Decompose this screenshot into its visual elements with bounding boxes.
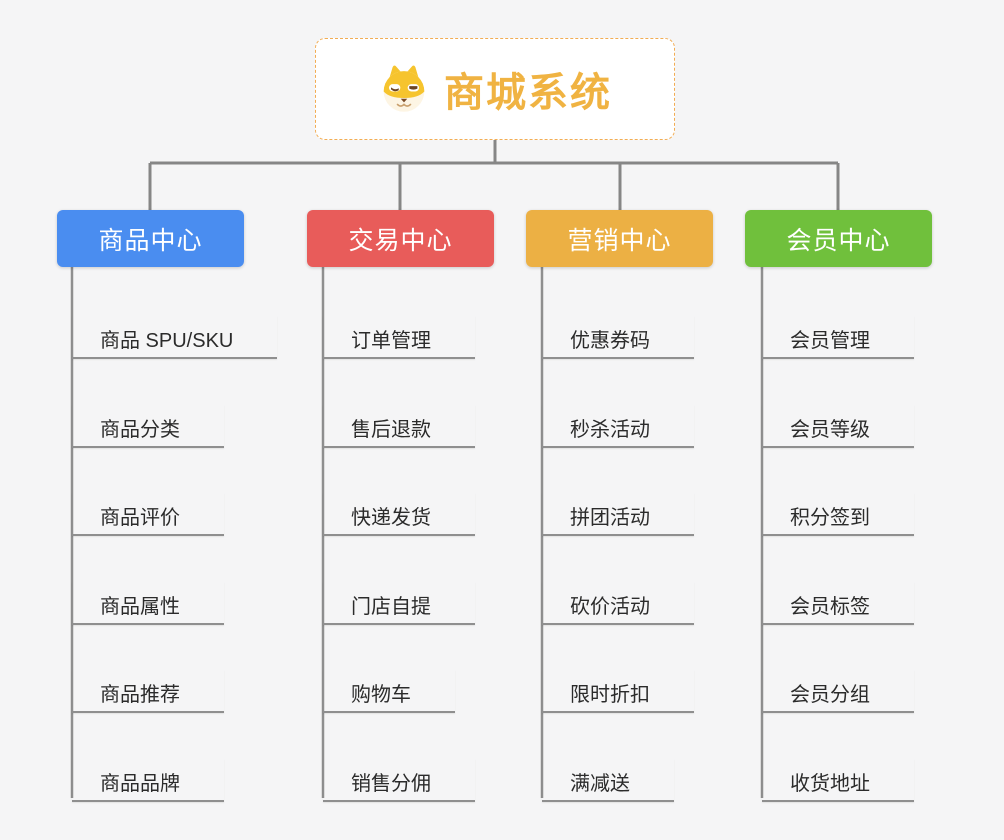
dog-icon	[383, 65, 425, 112]
root-title: 商城系统	[444, 71, 612, 115]
leaf-node[interactable]: 快递发货	[323, 493, 475, 536]
leaf-node[interactable]: 购物车	[323, 670, 455, 713]
leaf-node[interactable]: 会员管理	[762, 316, 914, 359]
leaf-node[interactable]: 收货地址	[762, 759, 914, 802]
leaf-node[interactable]: 积分签到	[762, 493, 914, 536]
leaf-node[interactable]: 拼团活动	[542, 493, 694, 536]
leaf-node[interactable]: 商品 SPU/SKU	[72, 316, 278, 359]
leaf-node[interactable]: 满减送	[542, 759, 674, 802]
branch-label: 交易中心	[348, 226, 453, 255]
leaf-node[interactable]: 会员标签	[762, 582, 914, 625]
leaf-node[interactable]: 商品推荐	[72, 670, 224, 713]
branch-label: 商品中心	[98, 226, 203, 255]
leaf-node[interactable]: 售后退款	[323, 405, 475, 448]
leaf-node[interactable]: 砍价活动	[542, 582, 694, 625]
leaf-node[interactable]: 商品评价	[72, 493, 224, 536]
leaf-node[interactable]: 商品属性	[72, 582, 224, 625]
branch-label: 会员中心	[786, 226, 891, 255]
leaf-node[interactable]: 订单管理	[323, 316, 475, 359]
branch-node-product-center[interactable]: 商品中心	[57, 210, 244, 267]
leaf-node[interactable]: 秒杀活动	[542, 405, 694, 448]
branch-label: 营销中心	[567, 226, 672, 255]
root-node[interactable]: 商城系统	[315, 38, 675, 140]
leaf-node[interactable]: 会员分组	[762, 670, 914, 713]
leaf-node[interactable]: 门店自提	[323, 582, 475, 625]
branch-node-trade-center[interactable]: 交易中心	[307, 210, 494, 267]
leaf-node[interactable]: 限时折扣	[542, 670, 694, 713]
branch-node-marketing-center[interactable]: 营销中心	[526, 210, 713, 267]
leaf-node[interactable]: 商品品牌	[72, 759, 224, 802]
leaf-node[interactable]: 会员等级	[762, 405, 914, 448]
leaf-node[interactable]: 商品分类	[72, 405, 224, 448]
branch-node-member-center[interactable]: 会员中心	[745, 210, 932, 267]
leaf-node[interactable]: 销售分佣	[323, 759, 475, 802]
leaf-node[interactable]: 优惠券码	[542, 316, 694, 359]
